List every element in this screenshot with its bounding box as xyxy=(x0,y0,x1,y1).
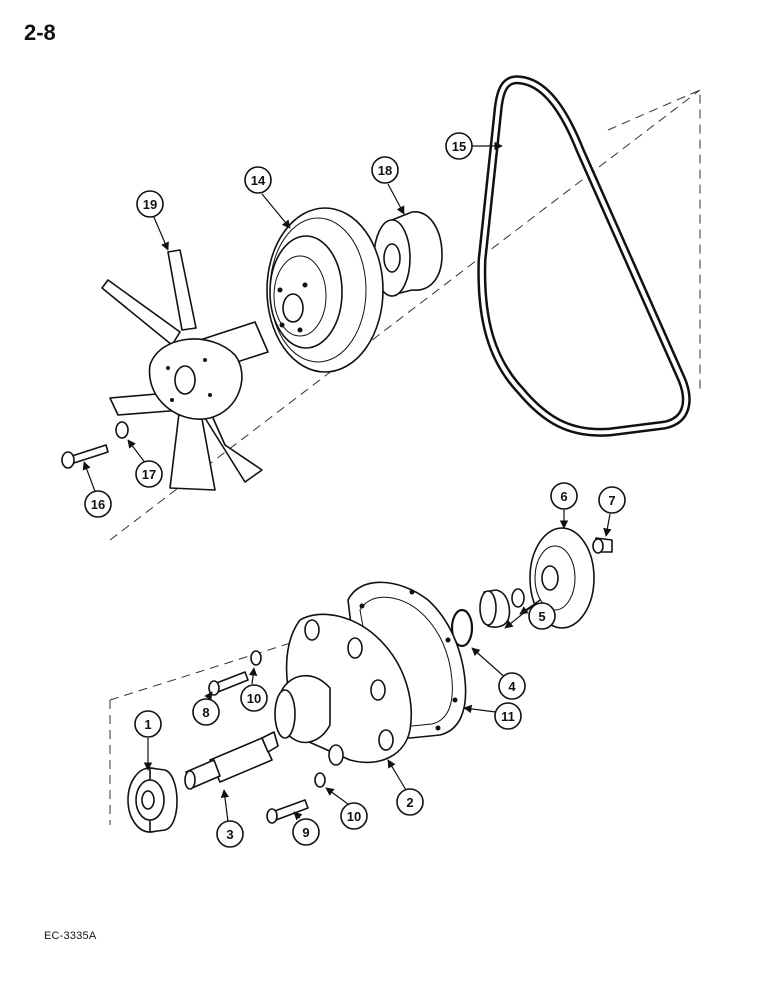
svg-text:17: 17 xyxy=(142,467,156,482)
svg-text:7: 7 xyxy=(608,493,615,508)
callout-5: 5 xyxy=(528,602,556,630)
callout-4: 4 xyxy=(498,672,526,700)
impeller-plug xyxy=(592,537,613,554)
shaft-and-bearing xyxy=(184,731,279,790)
svg-text:1: 1 xyxy=(144,717,151,732)
svg-text:10: 10 xyxy=(347,809,361,824)
svg-text:15: 15 xyxy=(452,139,466,154)
stud-bolt xyxy=(266,799,309,824)
figure-reference: EC-3335A xyxy=(44,930,97,942)
svg-text:2: 2 xyxy=(406,795,413,810)
svg-text:18: 18 xyxy=(378,163,392,178)
callout-9: 9 xyxy=(292,818,320,846)
callout-15: 15 xyxy=(445,132,473,160)
pump-seal xyxy=(479,588,525,628)
callout-6: 6 xyxy=(550,482,578,510)
callout-17: 17 xyxy=(135,460,163,488)
idler-pulley xyxy=(373,211,443,297)
callout-18: 18 xyxy=(371,156,399,184)
callout-14: 14 xyxy=(244,166,272,194)
water-pump-pulley xyxy=(266,207,384,373)
water-pump-housing xyxy=(274,613,413,766)
callout-10-lower: 10 xyxy=(340,802,368,830)
o-ring xyxy=(450,608,474,648)
callout-11: 11 xyxy=(494,702,522,730)
callout-19: 19 xyxy=(136,190,164,218)
svg-text:19: 19 xyxy=(143,197,157,212)
callout-10-upper: 10 xyxy=(240,684,268,712)
svg-text:16: 16 xyxy=(91,497,105,512)
svg-text:5: 5 xyxy=(538,609,545,624)
svg-text:14: 14 xyxy=(251,173,266,188)
v-belt xyxy=(477,75,691,437)
callout-2: 2 xyxy=(396,788,424,816)
callout-16: 16 xyxy=(84,490,112,518)
callout-1: 1 xyxy=(134,710,162,738)
stud-washer xyxy=(314,772,326,788)
pulley-hub xyxy=(127,767,178,833)
fan-lock-washer xyxy=(115,421,129,439)
fan-bolt xyxy=(61,444,109,469)
svg-text:10: 10 xyxy=(247,691,261,706)
cooling-fan xyxy=(101,249,269,491)
page-number: 2-8 xyxy=(24,20,56,45)
housing-bolt-washer xyxy=(250,650,262,666)
svg-text:11: 11 xyxy=(501,709,515,724)
svg-text:9: 9 xyxy=(302,825,309,840)
callout-3: 3 xyxy=(216,820,244,848)
svg-text:4: 4 xyxy=(508,679,516,694)
callout-7: 7 xyxy=(598,486,626,514)
svg-text:8: 8 xyxy=(202,705,209,720)
callout-8: 8 xyxy=(192,698,220,726)
svg-text:3: 3 xyxy=(226,827,233,842)
svg-text:6: 6 xyxy=(560,489,567,504)
